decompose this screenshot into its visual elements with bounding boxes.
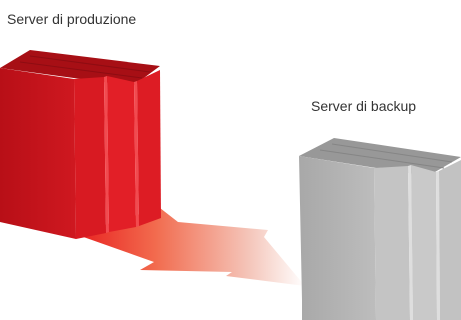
production-server-label: Server di produzione [7,11,137,27]
production-server [0,50,161,239]
backup-server [299,138,461,320]
backup-server-label: Server di backup [311,98,417,114]
